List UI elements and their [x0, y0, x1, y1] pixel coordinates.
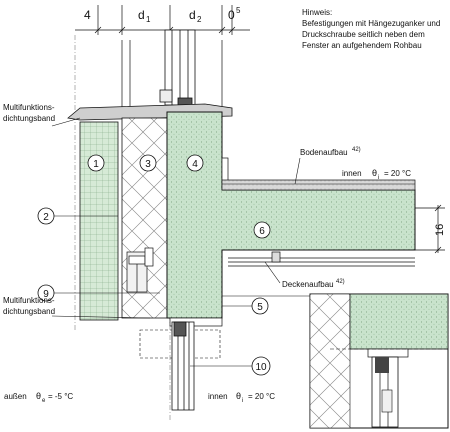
theta-aussen-sub: e — [42, 398, 46, 404]
callout-6: 6 — [259, 226, 265, 237]
label-multi-bot-1: Multifunktions- — [3, 296, 55, 305]
lower-window-frame — [171, 321, 195, 411]
callout-1: 1 — [93, 159, 99, 170]
dim-d2-sub: 2 — [197, 15, 202, 24]
value-innen-top: = 20 °C — [384, 169, 411, 178]
mounting-device — [126, 247, 154, 293]
note-heading: Hinweis: — [302, 8, 332, 17]
label-multi-top-1: Multifunktions- — [3, 103, 55, 112]
callout-2: 2 — [43, 212, 49, 223]
theta-innen-top-sub: i — [378, 175, 379, 181]
ceiling-buildup — [228, 251, 415, 267]
dim-0: 0 — [228, 8, 235, 22]
dim-16: 16 — [434, 224, 446, 236]
dim-d2: d — [189, 8, 196, 22]
label-innen-bot: innen — [208, 392, 228, 401]
dim-d1-sub: 1 — [146, 15, 151, 24]
callout-9: 9 — [43, 289, 49, 300]
label-multi-bot-2: dichtungsband — [3, 307, 55, 316]
callouts: 1 2 3 4 5 6 9 10 — [37, 154, 271, 376]
exterior-insulation-render — [79, 121, 119, 321]
dimension-chain — [75, 5, 250, 35]
label-aussen: außen — [4, 392, 27, 401]
theta-innen-top: θ — [372, 168, 377, 178]
label-deckenaufbau-ref: 42) — [336, 279, 345, 285]
callout-10: 10 — [255, 362, 267, 373]
label-multi-top-2: dichtungsband — [3, 114, 55, 123]
upper-wall-lines — [121, 40, 223, 112]
upper-window-frame — [159, 29, 196, 117]
dim-0-sup: 5 — [236, 6, 241, 15]
lintel-profile — [169, 317, 223, 327]
dim-d1: d — [138, 8, 145, 22]
callout-5: 5 — [257, 302, 263, 313]
value-innen-bot: = 20 °C — [248, 392, 275, 401]
note-line-3: Fenster an aufgehendem Rohbau — [302, 41, 422, 50]
label-bodenaufbau: Bodenaufbau — [300, 148, 348, 157]
value-aussen: = -5 °C — [48, 392, 73, 401]
label-innen-top: innen — [342, 169, 362, 178]
theta-innen-bot: θ — [236, 391, 241, 401]
label-bodenaufbau-ref: 42) — [352, 147, 361, 153]
theta-innen-bot-sub: i — [242, 398, 243, 404]
theta-aussen: θ — [36, 391, 41, 401]
slab-height-dimension — [415, 204, 445, 254]
label-deckenaufbau: Deckenaufbau — [282, 280, 334, 289]
callout-3: 3 — [145, 159, 151, 170]
detail-inset — [309, 293, 449, 429]
dim-4: 4 — [84, 8, 91, 22]
note-line-1: Befestigungen mit Hängezuganker und — [302, 19, 440, 28]
callout-4: 4 — [192, 159, 198, 170]
note-line-2: Druckschraube seitlich neben dem — [302, 30, 425, 39]
leader-lines — [51, 117, 301, 319]
floor-screed — [221, 179, 416, 191]
